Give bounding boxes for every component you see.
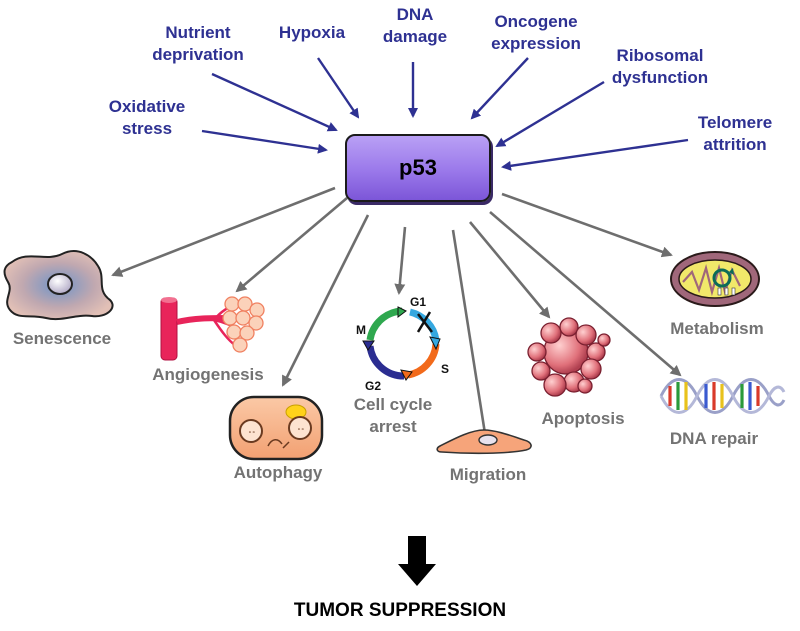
p53-node: p53 — [345, 134, 491, 202]
p53-label: p53 — [399, 155, 437, 180]
outcome-migration: Migration — [449, 465, 527, 484]
arrow-migration — [451, 229, 491, 442]
stressor-telomere-attrition: Telomere attrition — [697, 113, 773, 154]
outcome-autophagy: Autophagy — [233, 463, 323, 482]
svg-text:∘∘: ∘∘ — [248, 429, 256, 436]
outcome-cell-cycle-arrest: Cell cycle arrest — [353, 395, 433, 436]
arrow-senescence — [111, 186, 336, 277]
arrow-ribosomal — [495, 80, 605, 148]
down-arrow-icon — [398, 536, 436, 586]
arrow-metabolism — [501, 192, 673, 258]
arrow-apoptosis — [469, 221, 551, 319]
angiogenesis-vessel-icon — [160, 296, 265, 361]
stressor-nutrient-deprivation: Nutrient deprivation — [152, 23, 244, 64]
arrow-telomere — [501, 138, 689, 171]
outcome-metabolism: Metabolism — [670, 319, 764, 338]
svg-text:∘∘: ∘∘ — [297, 426, 305, 433]
outcome-arrows — [111, 186, 682, 442]
arrow-hypoxia — [317, 57, 360, 119]
stressor-oxidative-stress: Oxidative stress — [108, 97, 186, 138]
arrow-oncogene — [470, 57, 529, 120]
outcome-dna-repair: DNA repair — [669, 429, 759, 448]
arrow-nutrient — [211, 72, 338, 132]
phase-g1-label: G1 — [410, 295, 426, 309]
outcome-senescence: Senescence — [12, 329, 112, 348]
phase-s-label: S — [441, 362, 449, 376]
stress-arrows — [201, 57, 689, 171]
migration-cell-icon — [436, 429, 532, 455]
mitochondrion-icon — [670, 251, 760, 307]
tumor-suppression-label: TUMOR SUPPRESSION — [293, 600, 507, 621]
dna-helix-icon — [659, 378, 786, 414]
stressor-oncogene-expression: Oncogene expression — [491, 12, 581, 53]
arrow-dna-repair — [489, 211, 682, 377]
arrow-autophagy — [281, 214, 370, 387]
phase-g2-label: G2 — [365, 379, 381, 393]
arrow-oxidative — [201, 129, 328, 154]
stressor-dna-damage: DNA damage — [382, 5, 448, 46]
arrow-cell-cycle — [394, 226, 407, 295]
arrow-angiogenesis — [235, 197, 348, 293]
outcome-apoptosis: Apoptosis — [541, 409, 625, 428]
apoptosis-cluster-icon — [527, 317, 611, 397]
stressor-hypoxia: Hypoxia — [278, 23, 346, 42]
stressor-ribosomal-dysfunction: Ribosomal dysfunction — [611, 46, 709, 87]
cell-cycle-icon — [362, 306, 441, 381]
phase-m-label: M — [356, 323, 366, 337]
outcome-angiogenesis: Angiogenesis — [152, 365, 264, 384]
autophagy-cell-icon: ∘∘ ∘∘ — [228, 395, 324, 461]
senescence-cell-icon — [3, 250, 114, 321]
